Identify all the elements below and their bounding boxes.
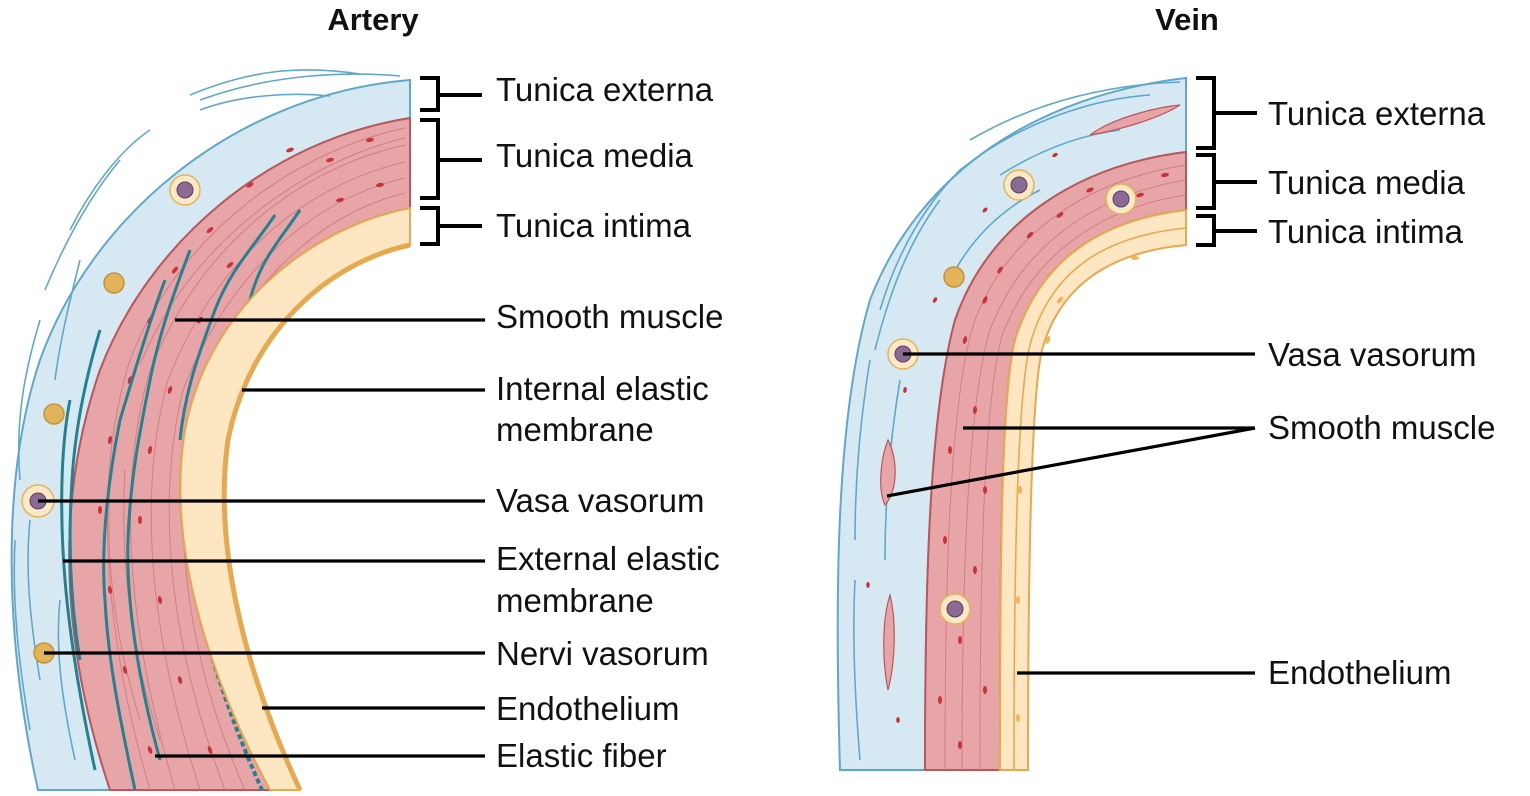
vein-leader-smooth-muscle: [886, 426, 1256, 498]
artery-nerve-cell-2: [43, 403, 65, 425]
vein-externa-vessels: [880, 104, 1181, 691]
artery-bracket-intima: [420, 206, 482, 246]
vein-vasa-vasorum-cell-1: [1003, 169, 1035, 201]
vein-bracket-intima: [1196, 214, 1257, 247]
vein-label-tunica-intima: Tunica intima: [1268, 213, 1464, 250]
artery-label-endothelium: Endothelium: [496, 690, 679, 727]
vein-title: Vein: [1155, 2, 1219, 37]
artery-title: Artery: [327, 2, 419, 37]
vein-muscle-nuclei: [938, 172, 1169, 749]
artery-label-nervi-vasorum: Nervi vasorum: [496, 635, 709, 672]
artery-vasa-vasorum-cell-1: [169, 174, 201, 206]
vein-bracket-externa: [1196, 76, 1257, 150]
artery-nerve-cell-1: [103, 272, 125, 294]
artery-label-smooth-muscle: Smooth muscle: [496, 298, 723, 335]
artery-label-tunica-intima: Tunica intima: [496, 207, 692, 244]
artery-bracket-externa: [420, 76, 482, 112]
vein-smooth-muscle-texture: [944, 164, 1186, 770]
artery-label-external-elastic-line2: membrane: [496, 582, 654, 619]
vein-endothelial-nuclei: [1016, 256, 1139, 722]
vein-label-endothelium: Endothelium: [1268, 654, 1451, 691]
artery-label-internal-elastic-line2: membrane: [496, 411, 654, 448]
artery-label-internal-elastic-line1: Internal elastic: [496, 370, 709, 407]
artery-diagram: Artery Tunica externa Tunica media Tunic…: [10, 2, 723, 792]
vein-label-tunica-media: Tunica media: [1268, 164, 1466, 201]
vein-externa-nuclei: [866, 152, 1058, 723]
vein-endothelium-line: [1013, 227, 1187, 771]
vein-label-tunica-externa: Tunica externa: [1268, 95, 1486, 132]
artery-label-elastic-fiber: Elastic fiber: [496, 737, 667, 774]
artery-endothelium-edge: [221, 242, 411, 792]
artery-label-tunica-media: Tunica media: [496, 137, 694, 174]
vein-label-smooth-muscle: Smooth muscle: [1268, 409, 1495, 446]
artery-label-external-elastic-line1: External elastic: [496, 540, 720, 577]
vein-vasa-vasorum-cell-2: [1105, 183, 1137, 215]
vein-nerve-cell: [943, 266, 965, 288]
vein-diagram: Vein Tunica externa Tunica media Tunica …: [836, 2, 1495, 771]
artery-label-vasa-vasorum: Vasa vasorum: [496, 482, 704, 519]
artery-externa-fibers: [13, 69, 401, 761]
vein-bracket-media: [1196, 153, 1257, 210]
artery-muscle-nuclei: [98, 137, 384, 754]
artery-bracket-media: [420, 118, 482, 200]
artery-label-tunica-externa: Tunica externa: [496, 71, 714, 108]
vein-vasa-vasorum-cell-4: [939, 593, 971, 625]
vein-label-vasa-vasorum: Vasa vasorum: [1268, 336, 1476, 373]
